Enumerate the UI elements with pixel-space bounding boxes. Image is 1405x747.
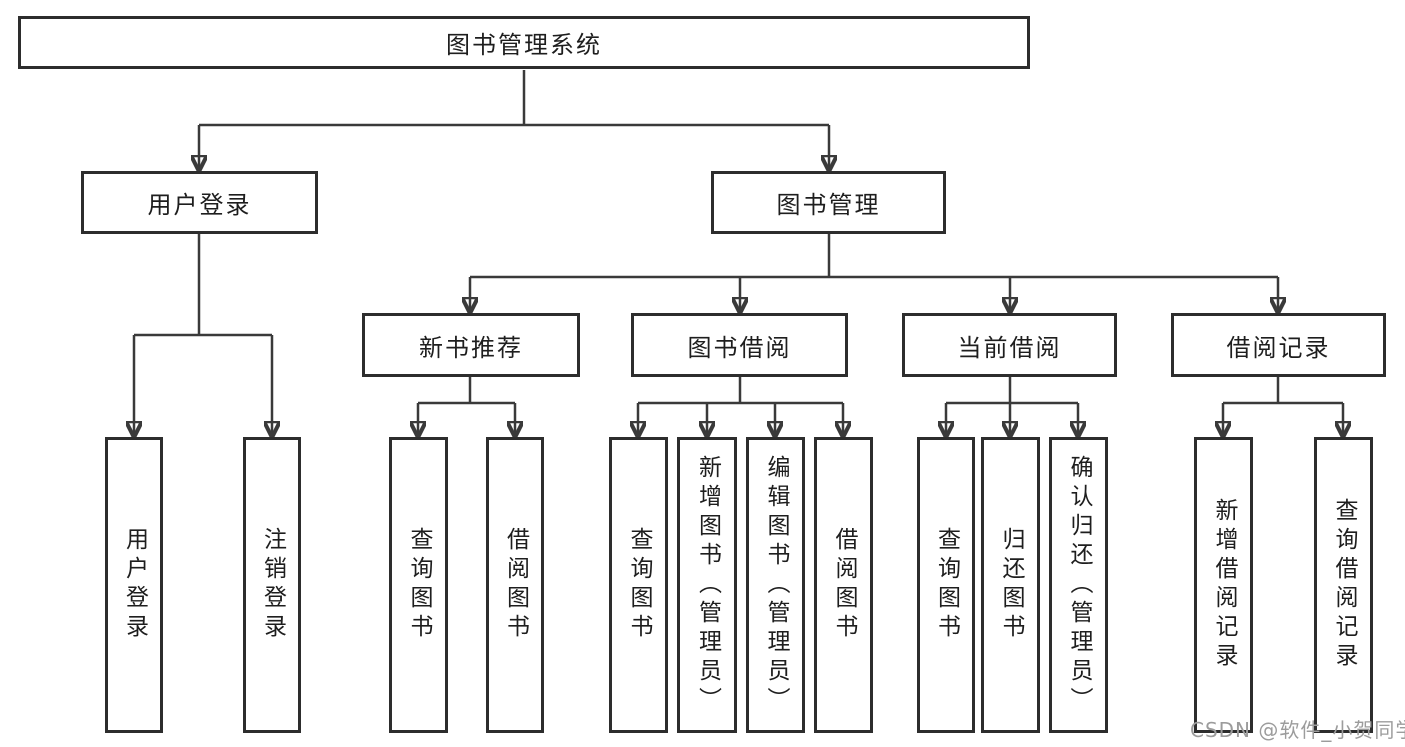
leaf-label: 确认归还（管理员） xyxy=(1066,454,1092,716)
connector-trunks xyxy=(134,70,1343,405)
node-borrow-records: 借阅记录 xyxy=(1171,313,1386,377)
node-cb-return-books: 归还图书 xyxy=(981,437,1040,733)
node-root-system: 图书管理系统 xyxy=(18,16,1030,69)
node-rec-query-borrow-record: 查询借阅记录 xyxy=(1314,437,1373,733)
node-book-management: 图书管理 xyxy=(711,171,946,234)
node-logout-leaf: 注销登录 xyxy=(243,437,301,733)
node-new-book-recommend: 新书推荐 xyxy=(362,313,580,377)
node-book-borrow: 图书借阅 xyxy=(631,313,848,377)
leaf-label: 查询借阅记录 xyxy=(1331,498,1357,672)
node-cb-query-books: 查询图书 xyxy=(917,437,975,733)
leaf-label: 归还图书 xyxy=(998,527,1024,643)
node-bb-borrow-books: 借阅图书 xyxy=(814,437,873,733)
leaf-label: 新增借阅记录 xyxy=(1211,498,1237,672)
leaf-label: 注销登录 xyxy=(259,527,286,643)
node-nb-borrow-books: 借阅图书 xyxy=(486,437,544,733)
node-current-borrow: 当前借阅 xyxy=(902,313,1117,377)
leaf-label: 借阅图书 xyxy=(831,527,857,643)
node-rec-add-borrow-record: 新增借阅记录 xyxy=(1194,437,1253,733)
node-bb-query-books: 查询图书 xyxy=(609,437,668,733)
leaf-label: 新增图书（管理员） xyxy=(694,454,721,716)
node-user-login: 用户登录 xyxy=(81,171,318,234)
leaf-label: 编辑图书（管理员） xyxy=(763,454,789,716)
leaf-label: 查询图书 xyxy=(933,527,960,643)
watermark-text: CSDN @软件_小贺同学 xyxy=(1190,718,1405,742)
node-user-login-leaf: 用户登录 xyxy=(105,437,163,733)
node-bb-add-books-admin: 新增图书（管理员） xyxy=(677,437,737,733)
node-cb-confirm-return-admin: 确认归还（管理员） xyxy=(1049,437,1108,733)
leaf-label: 查询图书 xyxy=(406,527,432,643)
node-nb-query-books: 查询图书 xyxy=(389,437,448,733)
leaf-label: 用户登录 xyxy=(121,527,148,643)
node-bb-edit-books-admin: 编辑图书（管理员） xyxy=(746,437,805,733)
leaf-label: 借阅图书 xyxy=(502,527,529,643)
leaf-label: 查询图书 xyxy=(626,527,652,643)
